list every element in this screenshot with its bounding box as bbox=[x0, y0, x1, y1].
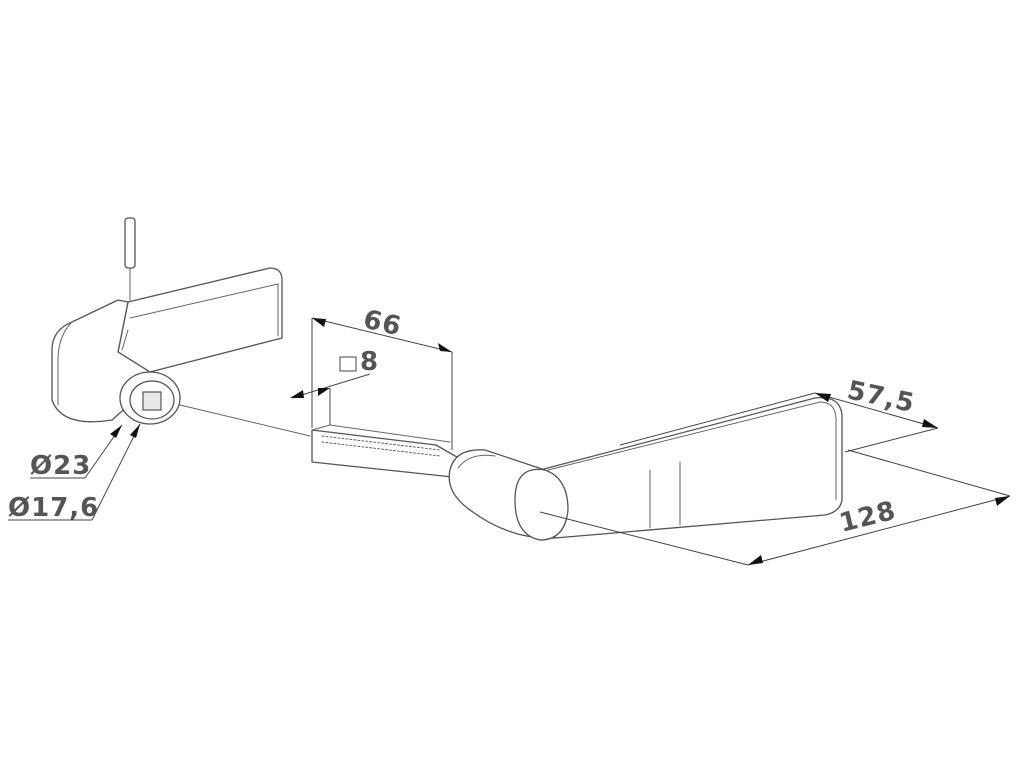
dim-66-label: 66 bbox=[360, 305, 404, 343]
dim-8-label: 8 bbox=[360, 347, 379, 377]
square-symbol bbox=[339, 356, 357, 372]
square-spindle bbox=[179, 404, 463, 479]
right-lever-arm bbox=[539, 396, 843, 539]
left-lever-arm bbox=[117, 267, 283, 373]
dim-diameter-23-label: Ø23 bbox=[30, 451, 91, 481]
square-socket bbox=[142, 391, 162, 411]
right-handle bbox=[448, 396, 843, 541]
dim-square-8: 8 bbox=[290, 347, 379, 425]
dim-128-label: 128 bbox=[836, 496, 899, 539]
dim-57-5-label: 57,5 bbox=[845, 376, 918, 420]
right-handle-rose bbox=[514, 468, 569, 541]
dim-66: 66 bbox=[311, 305, 453, 450]
fixing-pin bbox=[124, 217, 136, 269]
dim-diameter-17-6-label: Ø17,6 bbox=[8, 493, 99, 523]
dim-diameters: Ø23 Ø17,6 bbox=[8, 423, 141, 523]
left-handle bbox=[51, 217, 283, 425]
